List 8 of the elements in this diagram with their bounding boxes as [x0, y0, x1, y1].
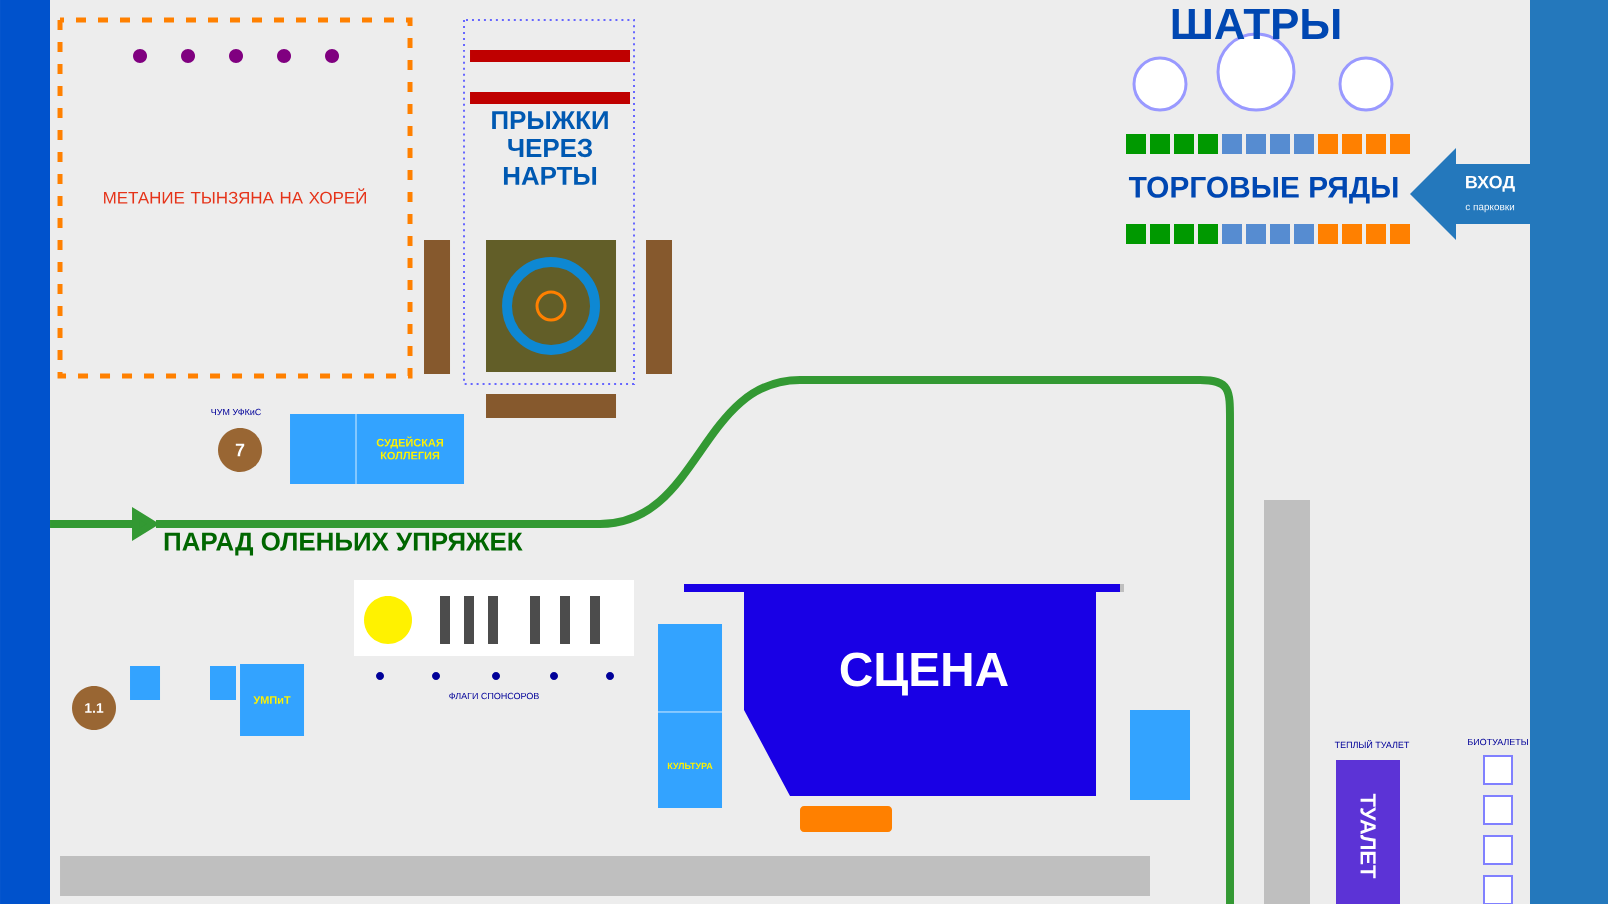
node-label: ВХОД [1466, 175, 1515, 192]
callout-number: 7 [218, 428, 262, 472]
area-title: ШАТРЫ [1172, 8, 1340, 40]
area-box: МЕТАНИЕ ТЫНЗЯНА НА ХОРЕЙ [57, 17, 413, 379]
route-title: ПАРАД ОЛЕНЬИХ УПРЯЖЕК [164, 532, 523, 556]
area-title: ПРЫЖКИ ЧЕРЕЗ НАРТЫ [492, 111, 608, 185]
area-title: ТОРГОВЫЕ РЯДЫ [1128, 176, 1398, 204]
toilet-block: ТУАЛЕТ [1336, 760, 1400, 904]
